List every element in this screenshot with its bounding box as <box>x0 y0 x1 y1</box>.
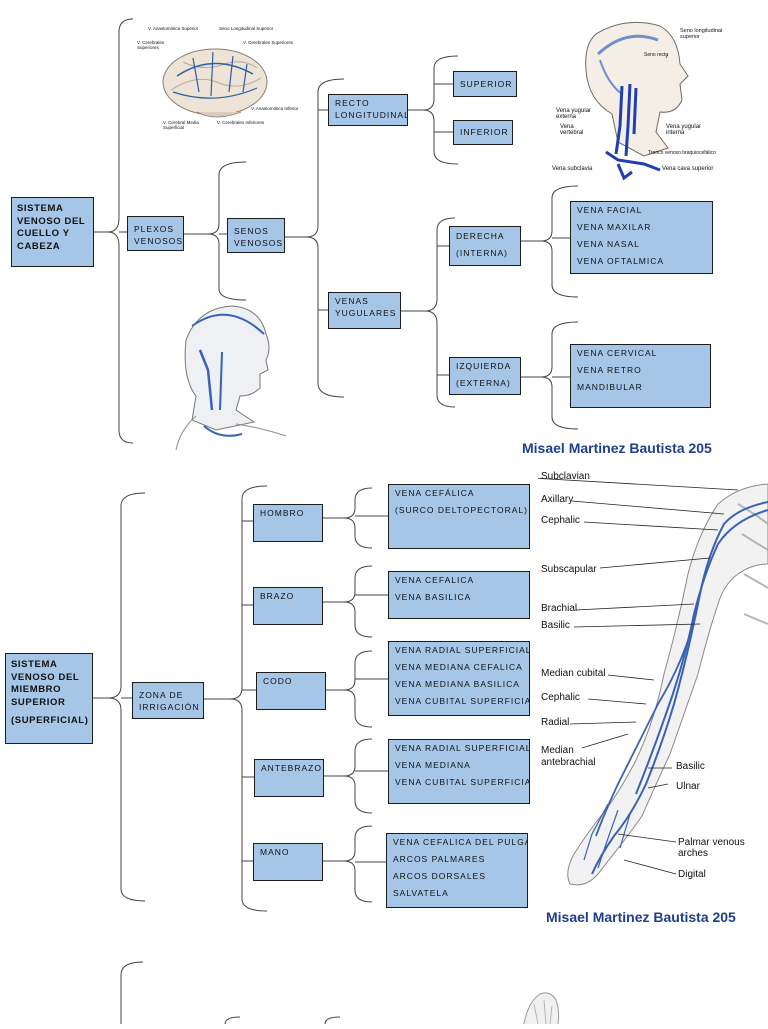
arm-veins-svg <box>531 477 768 886</box>
arm-label-brachial: Brachial <box>541 603 578 614</box>
list-item: SALVATELA <box>393 888 449 898</box>
brain-veins-illustration: V. Anastomótica Superior Seno Longitudin… <box>133 22 313 132</box>
neck-label-2: Seno recto <box>644 52 669 58</box>
region-hombro: HOMBRO <box>253 504 323 542</box>
neck-label-5: Vena yugular interna <box>666 124 702 136</box>
neck-label-3: Vena yugular externa <box>556 108 592 120</box>
root-node-upper-limb: SISTEMA VENOSO DEL MIEMBRO SUPERIOR (SUP… <box>5 653 93 744</box>
mano-items: VENA CEFALICA DEL PULGAR ARCOS PALMARES … <box>386 833 528 908</box>
list-item: ARCOS PALMARES <box>393 854 486 864</box>
izquierda-items-list: VENA CERVICAL VENA RETRO MANDIBULAR <box>570 344 711 408</box>
brain-label-7: V. Cerebrales Inferiores <box>217 120 265 125</box>
list-item: ARCOS DORSALES <box>393 871 486 881</box>
neck-veins-svg <box>585 21 689 181</box>
arm-label-median-cubital: Median cubital <box>541 668 606 679</box>
brain-label-4: V. Cerebrales Superiores <box>243 40 294 45</box>
brain-label-5: V. Anastomótica Inferior <box>251 106 299 111</box>
neck-label-7: Vena subclavia <box>552 166 593 172</box>
antebrazo-items: VENA RADIAL SUPERFICIAL VENA MEDIANA VEN… <box>388 739 530 804</box>
list-item: VENA CUBITAL SUPERFICIAL <box>395 696 530 706</box>
author-credit-1: Misael Martinez Bautista 205 <box>522 440 712 456</box>
list-item: VENA CUBITAL SUPERFICIAL <box>395 777 530 787</box>
node-senos-venosos: SENOS VENOSOS <box>227 218 285 253</box>
list-item: VENA RADIAL SUPERFICIAL <box>395 743 530 753</box>
brain-label-3: V. Cerebrales Superiores <box>137 40 165 50</box>
list-item: VENA RADIAL SUPERFICIAL <box>395 645 530 655</box>
node-izquierda-externa: IZQUIERDA (EXTERNA) <box>449 357 521 395</box>
neck-label-1: Seno longitudinal superior <box>680 28 723 40</box>
root-node-neck-head: SISTEMA VENOSO DEL CUELLO Y CABEZA <box>11 197 94 267</box>
node-zona-irrigacion: ZONA DE IRRIGACIÓN <box>132 682 204 719</box>
list-item: VENA MAXILAR <box>577 222 652 232</box>
arm-label-radial: Radial <box>541 717 570 728</box>
list-item: (SURCO DELTOPECTORAL) <box>395 505 528 515</box>
node-superior: SUPERIOR <box>453 71 517 97</box>
list-item: VENA FACIAL <box>577 205 643 215</box>
list-item: VENA CERVICAL <box>577 348 658 358</box>
arm-label-axillary: Axillary <box>541 494 574 505</box>
derecha-items-list: VENA FACIAL VENA MAXILAR VENA NASAL VENA… <box>570 201 713 274</box>
neck-label-4: Vena vertebral <box>560 124 584 136</box>
brain-veins-svg <box>162 48 268 118</box>
partial-illustration-svg <box>523 992 560 1025</box>
neck-label-6: Tronco venoso braquiocefálico <box>648 150 716 156</box>
node-plexos-venosos: PLEXOS VENOSOS <box>127 216 184 251</box>
region-antebrazo: ANTEBRAZO <box>254 759 324 797</box>
partial-illustration-bottom <box>510 990 580 1025</box>
list-item: VENA MEDIANA BASILICA <box>395 679 520 689</box>
arm-label-ulnar: Ulnar <box>676 781 700 792</box>
list-item: VENA CEFALICA <box>395 575 475 585</box>
region-brazo: BRAZO <box>253 587 323 625</box>
arm-label-subclavian: Subclavian <box>541 471 590 482</box>
brazo-items: VENA CEFALICA VENA BASILICA <box>388 571 530 619</box>
region-codo: CODO <box>256 672 326 710</box>
node-derecha-interna: DERECHA (INTERNA) <box>449 226 521 266</box>
arm-label-digital: Digital <box>678 869 706 880</box>
author-credit-2: Misael Martinez Bautista 205 <box>546 909 736 925</box>
node-venas-yugulares: VENAS YUGULARES <box>328 292 401 329</box>
head-neck-veins-svg <box>175 305 287 451</box>
arm-label-cephalic: Cephalic <box>541 515 580 526</box>
list-item: VENA NASAL <box>577 239 640 249</box>
neck-veins-illustration: Seno longitudinal superior Seno recto Ve… <box>548 14 768 184</box>
arm-label-antebrachial: antebrachial <box>541 757 596 768</box>
node-inferior: INFERIOR <box>453 120 513 145</box>
arm-label-cephalic-2: Cephalic <box>541 692 580 703</box>
list-item: VENA CEFALICA DEL PULGAR <box>393 837 528 847</box>
list-item: VENA CEFÁLICA <box>395 488 475 498</box>
region-mano: MANO <box>253 843 323 881</box>
list-item: VENA MEDIANA CEFALICA <box>395 662 523 672</box>
list-item: VENA MEDIANA <box>395 760 471 770</box>
arm-label-basilic-2: Basilic <box>676 761 705 772</box>
brain-label-2: Seno Longitudinal Superior <box>219 26 274 31</box>
node-recto-longitudinal: RECTO LONGITUDINAL <box>328 94 408 126</box>
arm-label-median: Median <box>541 745 574 756</box>
codo-items: VENA RADIAL SUPERFICIAL VENA MEDIANA CEF… <box>388 641 530 716</box>
arm-label-palmar-arches: Palmar venous arches <box>678 837 745 859</box>
list-item: VENA RETRO <box>577 365 642 375</box>
arm-veins-illustration: Subclavian Axillary Cephalic Subscapular… <box>531 464 768 904</box>
list-item: MANDIBULAR <box>577 382 643 392</box>
brain-label-1: V. Anastomótica Superior <box>148 26 199 31</box>
neck-label-8: Vena cava superior <box>662 166 714 172</box>
arm-label-basilic: Basilic <box>541 620 570 631</box>
arm-label-subscapular: Subscapular <box>541 564 597 575</box>
head-neck-veins-illustration <box>136 300 306 455</box>
brain-label-6: V. Cerebral Media Superficial <box>163 120 199 130</box>
list-item: VENA OFTALMICA <box>577 256 665 266</box>
list-item: VENA BASILICA <box>395 592 472 602</box>
hombro-items: VENA CEFÁLICA (SURCO DELTOPECTORAL) <box>388 484 530 549</box>
